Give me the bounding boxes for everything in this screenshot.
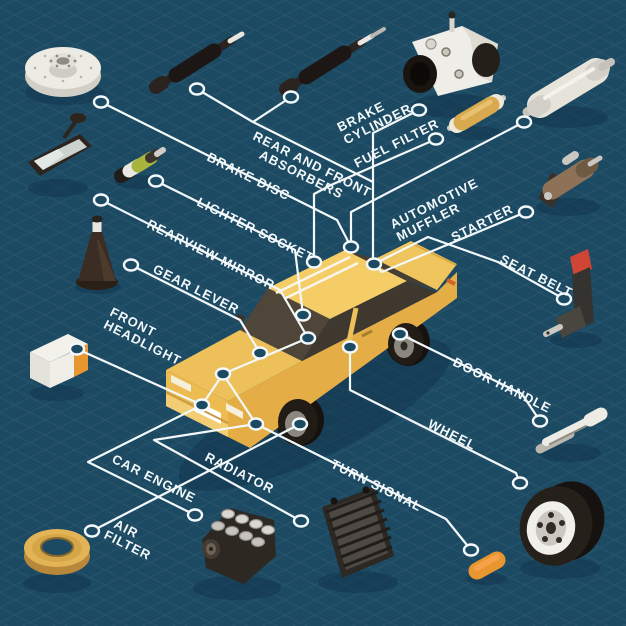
car-engine-part: [202, 508, 276, 584]
connector-seat-belt: [372, 235, 566, 301]
connector-air-filter: [90, 422, 302, 533]
radiator-part: [322, 486, 394, 578]
air-filter-part: [24, 529, 90, 575]
connector-node: [122, 258, 140, 272]
door-handle-part: [535, 407, 608, 454]
connector-lines: [75, 87, 566, 552]
connector-node: [147, 174, 165, 188]
fuel-filter-part: [447, 94, 506, 133]
wheel-part: [519, 481, 605, 566]
connector-nodes: [68, 82, 573, 557]
connector-node: [515, 115, 533, 129]
brake-disc-part: [25, 47, 101, 97]
seat-belt-part: [543, 249, 594, 338]
lighter-socket-part: [114, 147, 166, 183]
shock-absorber-rear-part: [149, 31, 245, 94]
connector-node: [305, 255, 323, 269]
connector-node: [92, 193, 110, 207]
connector-node: [427, 132, 445, 146]
connector-node: [462, 543, 480, 557]
connector-gear-lever: [129, 263, 262, 355]
connector-door-handle: [398, 332, 542, 423]
connector-node: [517, 205, 535, 219]
connector-node: [83, 524, 101, 538]
connector-node: [247, 417, 265, 431]
connector-node: [341, 340, 359, 354]
rearview-mirror-part: [28, 113, 92, 176]
connector-node: [342, 240, 360, 254]
connector-node: [282, 90, 300, 104]
connector-rearview-mirror: [99, 198, 310, 340]
connector-node: [511, 476, 529, 490]
connector-turn-signal: [254, 422, 473, 552]
connector-node: [410, 103, 428, 117]
connector-node: [188, 82, 206, 96]
connector-fuel-filter: [312, 138, 436, 264]
connector-lighter-socket: [154, 179, 305, 317]
connector-node: [531, 414, 549, 428]
connector-node: [291, 417, 309, 431]
connector-node: [214, 367, 232, 381]
connector-muffler: [349, 120, 526, 249]
brake-cylinder-part: [403, 11, 500, 96]
connector-radiator: [152, 422, 303, 523]
connector-brake-cylinder: [371, 108, 421, 266]
gear-lever-part: [76, 215, 118, 290]
connector-node: [92, 95, 110, 109]
connector-node: [294, 308, 312, 322]
connector-node: [365, 257, 383, 271]
automotive-muffler-part: [522, 58, 615, 118]
connector-node: [186, 508, 204, 522]
starter-part: [538, 151, 603, 208]
connector-brake-disc: [99, 100, 353, 249]
connector-node: [292, 514, 310, 528]
turn-signal-part: [468, 551, 506, 580]
shock-absorber-front-part: [279, 27, 386, 96]
connector-node: [68, 342, 86, 356]
connector-node: [391, 327, 409, 341]
connector-node: [193, 398, 211, 412]
connector-node: [251, 346, 269, 360]
connector-node: [555, 292, 573, 306]
connector-node: [299, 331, 317, 345]
